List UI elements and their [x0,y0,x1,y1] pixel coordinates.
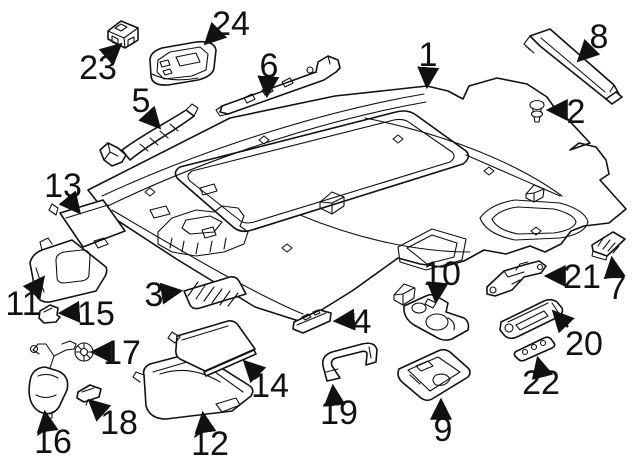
callout-6-arrow [257,75,280,99]
callout-18[interactable]: 18 [87,398,138,442]
headliner-panel-drawing [87,77,627,323]
callout-24[interactable]: 24 [203,5,250,46]
callout-8[interactable]: 8 [576,18,609,63]
retainer-clip-drawing [76,384,102,406]
callout-10[interactable]: 10 [423,255,461,305]
callout-19-arrow [323,383,346,407]
hatched-trim-strip-drawing [183,276,247,310]
callout-8-arrow [576,38,601,63]
callout-17[interactable]: 17 [89,334,141,372]
callout-16-arrow [36,409,59,434]
courtesy-lamp-drawing [28,340,77,420]
callout-20-arrow [551,309,575,334]
callout-7-number[interactable]: 7 [608,269,627,307]
callout-6[interactable]: 6 [257,47,280,99]
sun-visor-large-drawing [132,351,254,420]
callout-4[interactable]: 4 [332,303,372,341]
curved-support-rail-drawing [99,103,199,167]
callout-16-number[interactable]: 16 [34,423,72,461]
callout-3-arrow [159,282,184,305]
slotted-strip-drawing [513,336,556,362]
callout-20-number[interactable]: 20 [565,325,603,363]
callout-5-number[interactable]: 5 [132,82,151,120]
callout-20[interactable]: 20 [551,309,603,363]
callout-13-arrow [58,190,82,215]
callout-9[interactable]: 9 [429,397,453,449]
callout-18-number[interactable]: 18 [100,404,138,442]
callout-4-number[interactable]: 4 [353,303,372,341]
grab-handle-drawing [321,342,378,382]
callout-15-number[interactable]: 15 [77,295,115,333]
sun-visor-drawing [29,237,108,303]
callout-24-number[interactable]: 24 [212,5,250,43]
callout-17-number[interactable]: 17 [103,334,141,372]
callout-11-number[interactable]: 11 [5,285,40,323]
callout-10-number[interactable]: 10 [423,255,461,293]
push-pin-clip-drawing [529,99,545,123]
callout-24-arrow [203,21,228,46]
callout-9-number[interactable]: 9 [434,411,453,449]
callout-23[interactable]: 23 [79,42,123,87]
switch-module-drawing [107,20,139,49]
rear-support-rail-drawing [523,28,623,105]
callout-13-number[interactable]: 13 [44,167,82,205]
callout-19[interactable]: 19 [320,383,358,432]
callout-19-number[interactable]: 19 [320,394,358,432]
callout-22-number[interactable]: 22 [522,364,560,402]
callout-14-number[interactable]: 14 [251,367,289,405]
callout-22[interactable]: 22 [522,355,560,402]
callout-10-arrow [426,281,449,305]
callout-1[interactable]: 1 [417,36,440,90]
sun-visor-inner-drawing [167,320,257,377]
callout-15-arrow [57,300,81,323]
callout-1-arrow [417,66,440,90]
overhead-console-drawing [149,40,217,86]
callout-5[interactable]: 5 [132,82,162,130]
callout-1-number[interactable]: 1 [419,36,438,74]
callout-14-arrow [242,359,267,384]
callout-5-arrow [138,105,162,130]
callout-15[interactable]: 15 [57,295,115,333]
callout-21[interactable]: 21 [543,258,601,296]
callout-12-number[interactable]: 12 [191,425,229,463]
callout-7[interactable]: 7 [603,255,627,307]
dome-lamp-drawing [397,348,471,402]
mount-bracket-drawing [486,260,547,297]
callout-16[interactable]: 16 [34,409,72,461]
callout-14[interactable]: 14 [242,359,289,405]
callout-11-arrow [22,275,46,300]
callout-13[interactable]: 13 [44,167,82,215]
callout-11[interactable]: 11 [5,275,46,323]
callout-4-arrow [332,308,356,331]
callout-23-arrow [98,42,123,66]
callout-18-arrow [87,398,112,422]
callout-21-number[interactable]: 21 [563,258,601,296]
callout-23-number[interactable]: 23 [79,49,117,87]
callout-2[interactable]: 2 [545,93,586,131]
callout-3-number[interactable]: 3 [145,276,164,314]
callout-3[interactable]: 3 [145,276,184,314]
callout-7-arrow [603,255,626,280]
callout-6-number[interactable]: 6 [260,47,279,85]
small-mount-strip-drawing [292,309,332,334]
callout-12-arrow [194,410,217,435]
callout-8-number[interactable]: 8 [590,18,609,56]
callout-2-number[interactable]: 2 [567,93,586,131]
callout-22-arrow [531,355,554,380]
callout-12[interactable]: 12 [191,410,229,463]
